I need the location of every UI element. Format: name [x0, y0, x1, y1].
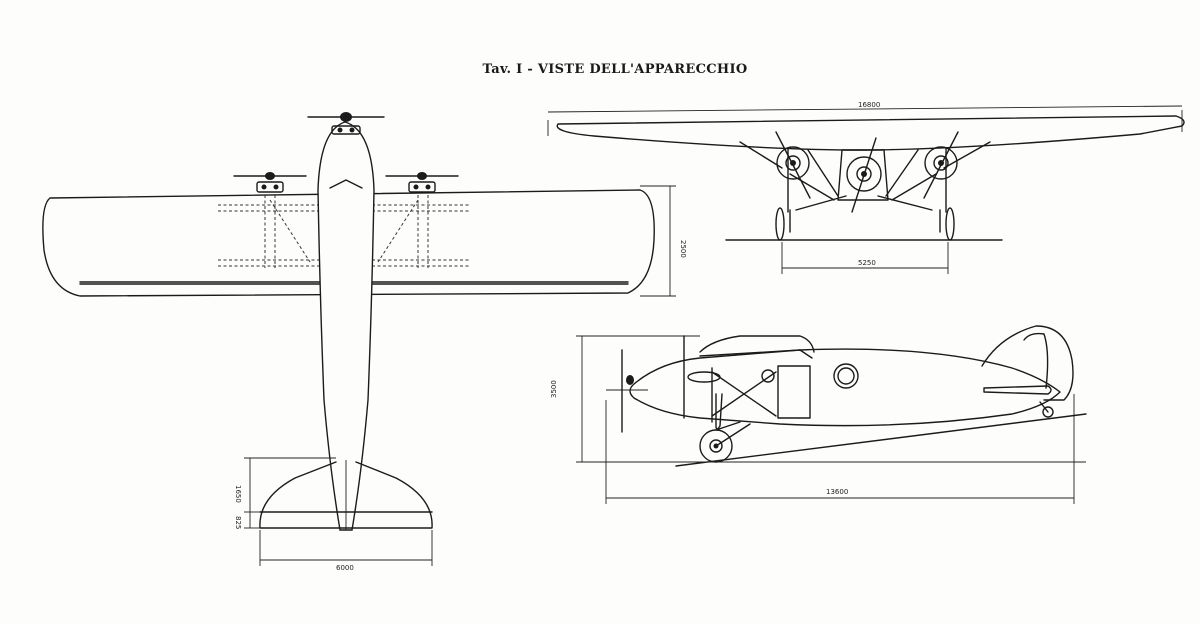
- side-view-landing-gear: [699, 421, 751, 463]
- top-view-chord-dimension: 2500: [640, 185, 687, 297]
- side-length-label: 13600: [826, 488, 848, 496]
- side-height-label: 3500: [550, 380, 558, 398]
- front-view-span-dimension: 16800: [547, 101, 1183, 136]
- front-view-center-engine: [846, 137, 882, 213]
- side-view-tail-wheel: [1042, 406, 1054, 418]
- side-view-fuselage: [629, 348, 1061, 427]
- front-view: 16800: [547, 101, 1185, 274]
- side-view-length-dimension: 13600: [605, 394, 1075, 504]
- front-view-right-engine: [923, 131, 959, 213]
- top-view-tail-dimension: 1650 825: [234, 457, 336, 529]
- side-view-wing: [699, 335, 815, 353]
- side-view-pilot: [761, 369, 775, 383]
- top-tail-chord-2-label: 825: [234, 516, 242, 529]
- side-view-cabin-bracing: [711, 371, 777, 417]
- front-view-left-engine: [775, 131, 811, 213]
- side-view-height-dimension: 3500: [550, 335, 700, 463]
- drawing-title: Tav. I - VISTE DELL'APPARECCHIO: [482, 62, 748, 77]
- side-view-window: [833, 363, 859, 389]
- top-chord-label: 2500: [679, 240, 687, 258]
- top-tail-chord-1-label: 1650: [234, 485, 242, 503]
- front-view-fuselage: [837, 149, 889, 201]
- side-view-nose-propeller: [621, 349, 634, 433]
- side-view-ground-line: [675, 413, 1087, 467]
- top-view: 2500 1650 825 6000: [42, 112, 687, 572]
- side-view-tailplane: [983, 385, 1052, 395]
- side-view-door: [777, 365, 811, 419]
- top-tail-span-label: 6000: [336, 564, 354, 572]
- top-view-wing: [42, 189, 655, 297]
- front-view-wing: [556, 115, 1185, 151]
- top-view-center-propeller: [307, 112, 385, 135]
- top-view-tail-span-dimension: 6000: [259, 530, 433, 572]
- top-view-tailplane: [259, 461, 433, 529]
- front-track-label: 5250: [858, 259, 876, 267]
- front-span-label: 16800: [858, 101, 880, 109]
- side-view: 3500 13600: [550, 325, 1087, 504]
- top-view-cockpit: [329, 179, 363, 189]
- front-view-landing-gear: [775, 207, 955, 241]
- top-view-right-engine: [385, 172, 459, 193]
- top-view-left-engine: [233, 172, 307, 193]
- top-view-hidden-lines: [218, 195, 470, 268]
- front-view-track-dimension: 5250: [781, 242, 949, 274]
- side-view-tail-fin: [981, 325, 1074, 401]
